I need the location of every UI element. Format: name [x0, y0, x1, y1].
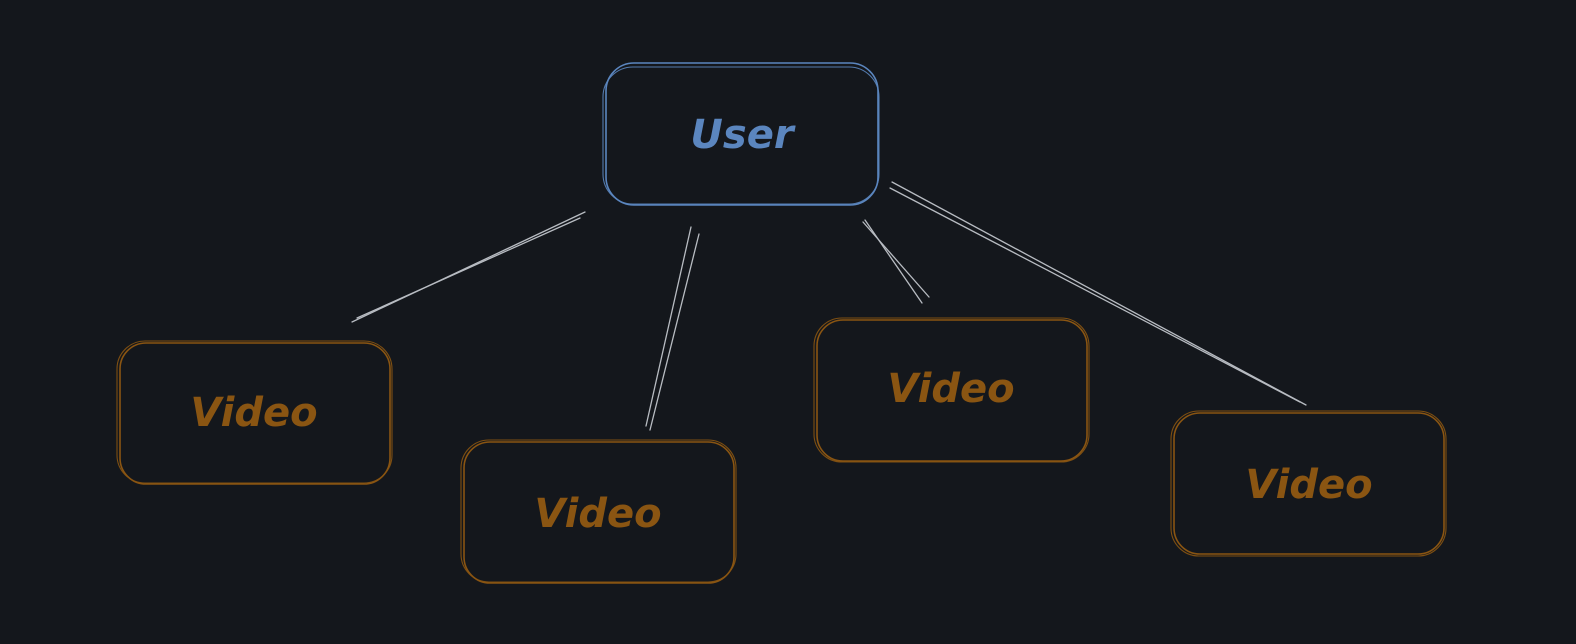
- video-node-4[interactable]: Video: [1170, 410, 1447, 557]
- user-node-label: User: [690, 112, 795, 158]
- connector-user-video-3: [862, 219, 930, 304]
- video-node-4-label: Video: [1245, 462, 1372, 508]
- video-node-2[interactable]: Video: [460, 439, 737, 584]
- video-node-3[interactable]: Video: [813, 317, 1090, 463]
- video-node-1-label: Video: [190, 390, 317, 436]
- video-node-2-label: Video: [534, 491, 661, 537]
- connector-user-video-2: [645, 226, 700, 431]
- video-node-3-label: Video: [887, 366, 1014, 412]
- user-node[interactable]: User: [602, 62, 880, 206]
- connector-user-video-1: [351, 211, 586, 323]
- connector-user-video-4: [889, 181, 1307, 406]
- video-node-1[interactable]: Video: [116, 340, 393, 485]
